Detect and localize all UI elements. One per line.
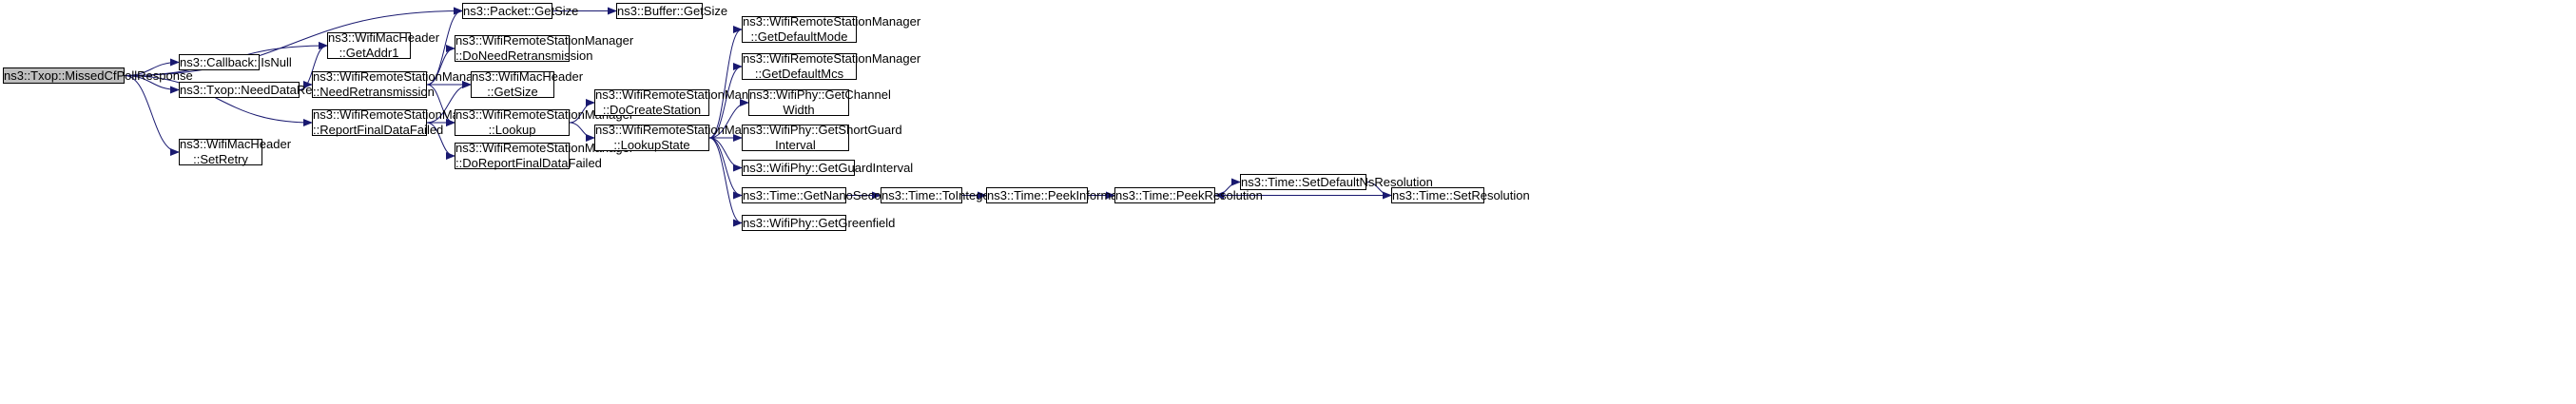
node-time-setresolution[interactable]: ns3::Time::SetResolution	[1391, 187, 1530, 203]
node-wrsm-doneedretransmission[interactable]: ns3::WifiRemoteStationManager ::DoNeedRe…	[455, 33, 634, 63]
node-label-line1: ns3::WifiPhy::GetChannel	[749, 87, 891, 102]
edge-n14-to-n15	[708, 26, 743, 139]
node-label-line1: ns3::WifiPhy::GetShortGuard	[743, 123, 902, 137]
node-label-line1: ns3::WifiRemoteStationManager	[455, 141, 634, 155]
node-wrsm-reportfinaldatafailed[interactable]: ns3::WifiRemoteStationManager ::ReportFi…	[312, 107, 492, 137]
edge-n6-to-n7	[426, 45, 455, 86]
node-wifimacheader-getsize[interactable]: ns3::WifiMacHeader ::GetSize	[471, 69, 584, 99]
node-label-line2: ::DoReportFinalDataFailed	[455, 156, 602, 170]
node-wifimacheader-getaddr1[interactable]: ns3::WifiMacHeader ::GetAddr1	[327, 30, 440, 60]
node-label: ns3::Time::PeekResolution	[1115, 187, 1263, 202]
node-wifiphy-getguardinterval[interactable]: ns3::WifiPhy::GetGuardInterval	[742, 160, 914, 176]
node-time-peekresolution[interactable]: ns3::Time::PeekResolution	[1114, 187, 1263, 203]
node-label-line2: ::GetAddr1	[339, 46, 399, 60]
node-label-line2: ::DoNeedRetransmission	[455, 48, 593, 63]
node-label-line1: ns3::WifiRemoteStationManager	[455, 107, 634, 122]
edge-n14-to-n17	[708, 99, 749, 139]
node-label: ns3::Txop::NeedDataRetransmission	[180, 82, 382, 97]
node-label-line2: ::GetDefaultMcs	[754, 67, 844, 81]
node-label-line1: ns3::WifiRemoteStationManager	[743, 14, 921, 29]
node-label-line2: Width	[783, 103, 815, 117]
node-label: ns3::Callback::IsNull	[180, 54, 292, 69]
node-label-line1: ns3::WifiRemoteStationManager	[595, 87, 774, 102]
edge-n9-to-n8	[426, 81, 472, 124]
edge-n10-to-n13	[569, 99, 595, 124]
node-time-getnanoseconds[interactable]: ns3::Time::GetNanoSeconds	[742, 187, 901, 203]
node-label-line1: ns3::WifiRemoteStationManager	[313, 69, 492, 84]
node-label-line2: ::DoCreateStation	[602, 103, 702, 117]
node-label-line1: ns3::WifiRemoteStationManager	[455, 33, 634, 48]
node-label: ns3::Time::SetDefaultNsResolution	[1241, 174, 1433, 189]
edge-n14-to-n20	[708, 137, 743, 200]
node-time-peekinformation[interactable]: ns3::Time::PeekInformation	[986, 187, 1138, 203]
node-time-setdefaultnsresolution[interactable]: ns3::Time::SetDefaultNsResolution	[1240, 174, 1433, 190]
node-label: ns3::Time::ToInteger	[881, 187, 995, 202]
node-wifiphy-getchannelwidth[interactable]: ns3::WifiPhy::GetChannel Width	[748, 87, 891, 117]
node-label-line1: ns3::WifiRemoteStationManager	[313, 107, 492, 122]
edge-n0-to-n9	[124, 75, 313, 126]
node-label-line2: ::GetSize	[487, 85, 538, 99]
edge-n14-to-n19	[708, 137, 743, 172]
edge-n10-to-n14	[569, 122, 595, 142]
node-label-line2: ::ReportFinalDataFailed	[313, 123, 444, 137]
node-label-line1: ns3::WifiMacHeader	[472, 69, 584, 84]
node-wrsm-getdefaultmode[interactable]: ns3::WifiRemoteStationManager ::GetDefau…	[742, 14, 921, 44]
node-label-line2: ::Lookup	[488, 123, 536, 137]
node-time-tointeger[interactable]: ns3::Time::ToInteger	[881, 187, 995, 203]
node-wrsm-lookup[interactable]: ns3::WifiRemoteStationManager ::Lookup	[455, 107, 634, 137]
node-label-line1: ns3::WifiRemoteStationManager	[595, 123, 774, 137]
edge-n5-to-n6	[299, 81, 313, 90]
edge-n14-to-n21	[708, 137, 743, 227]
node-wrsm-getdefaultmcs[interactable]: ns3::WifiRemoteStationManager ::GetDefau…	[742, 51, 921, 81]
node-callback-isnull[interactable]: ns3::Callback::IsNull	[179, 54, 292, 70]
node-label-line1: ns3::WifiMacHeader	[328, 30, 440, 45]
node-wrsm-doreportfinaldatafailed[interactable]: ns3::WifiRemoteStationManager ::DoReport…	[455, 141, 634, 170]
node-buffer-getsize[interactable]: ns3::Buffer::GetSize	[616, 3, 728, 19]
node-txop-missedcfpollresponse[interactable]: ns3::Txop::MissedCfPollResponse	[3, 67, 193, 84]
node-wifiphy-getgreenfield[interactable]: ns3::WifiPhy::GetGreenfield	[742, 215, 896, 231]
node-label: ns3::WifiPhy::GetGreenfield	[743, 215, 896, 230]
node-label-line1: ns3::WifiMacHeader	[180, 137, 292, 151]
node-label-line2: ::SetRetry	[193, 152, 248, 166]
node-label: ns3::Time::SetResolution	[1392, 187, 1530, 202]
edge-n9-to-n11	[426, 122, 455, 160]
node-packet-getsize[interactable]: ns3::Packet::GetSize	[462, 3, 579, 19]
node-label-line2: ::GetDefaultMode	[750, 29, 848, 44]
node-label: ns3::Time::GetNanoSeconds	[743, 187, 901, 202]
node-label-line2: ::NeedRetransmission	[313, 85, 435, 99]
edge-n0-to-n12	[124, 75, 180, 156]
node-label-line2: Interval	[775, 138, 816, 152]
node-label: ns3::WifiPhy::GetGuardInterval	[743, 160, 914, 175]
node-label-line1: ns3::WifiRemoteStationManager	[743, 51, 921, 66]
node-label: ns3::Txop::MissedCfPollResponse	[4, 67, 193, 83]
node-wrsm-needretransmission[interactable]: ns3::WifiRemoteStationManager ::NeedRetr…	[312, 69, 492, 99]
node-label: ns3::Time::PeekInformation	[987, 187, 1138, 202]
node-label-line2: ::LookupState	[613, 138, 690, 152]
node-label: ns3::Packet::GetSize	[463, 3, 579, 18]
node-label: ns3::Buffer::GetSize	[617, 3, 728, 18]
edge-n0-to-n1	[124, 7, 463, 76]
node-wrsm-lookupstate[interactable]: ns3::WifiRemoteStationManager ::LookupSt…	[594, 123, 774, 152]
edge-n14-to-n16	[708, 63, 743, 139]
node-wifiphy-getshortguardinterval[interactable]: ns3::WifiPhy::GetShortGuard Interval	[742, 123, 902, 152]
node-wifimacheader-setretry[interactable]: ns3::WifiMacHeader ::SetRetry	[179, 137, 292, 166]
node-wrsm-docreatestation[interactable]: ns3::WifiRemoteStationManager ::DoCreate…	[594, 87, 774, 117]
node-txop-needdataretransmission[interactable]: ns3::Txop::NeedDataRetransmission	[179, 82, 382, 98]
